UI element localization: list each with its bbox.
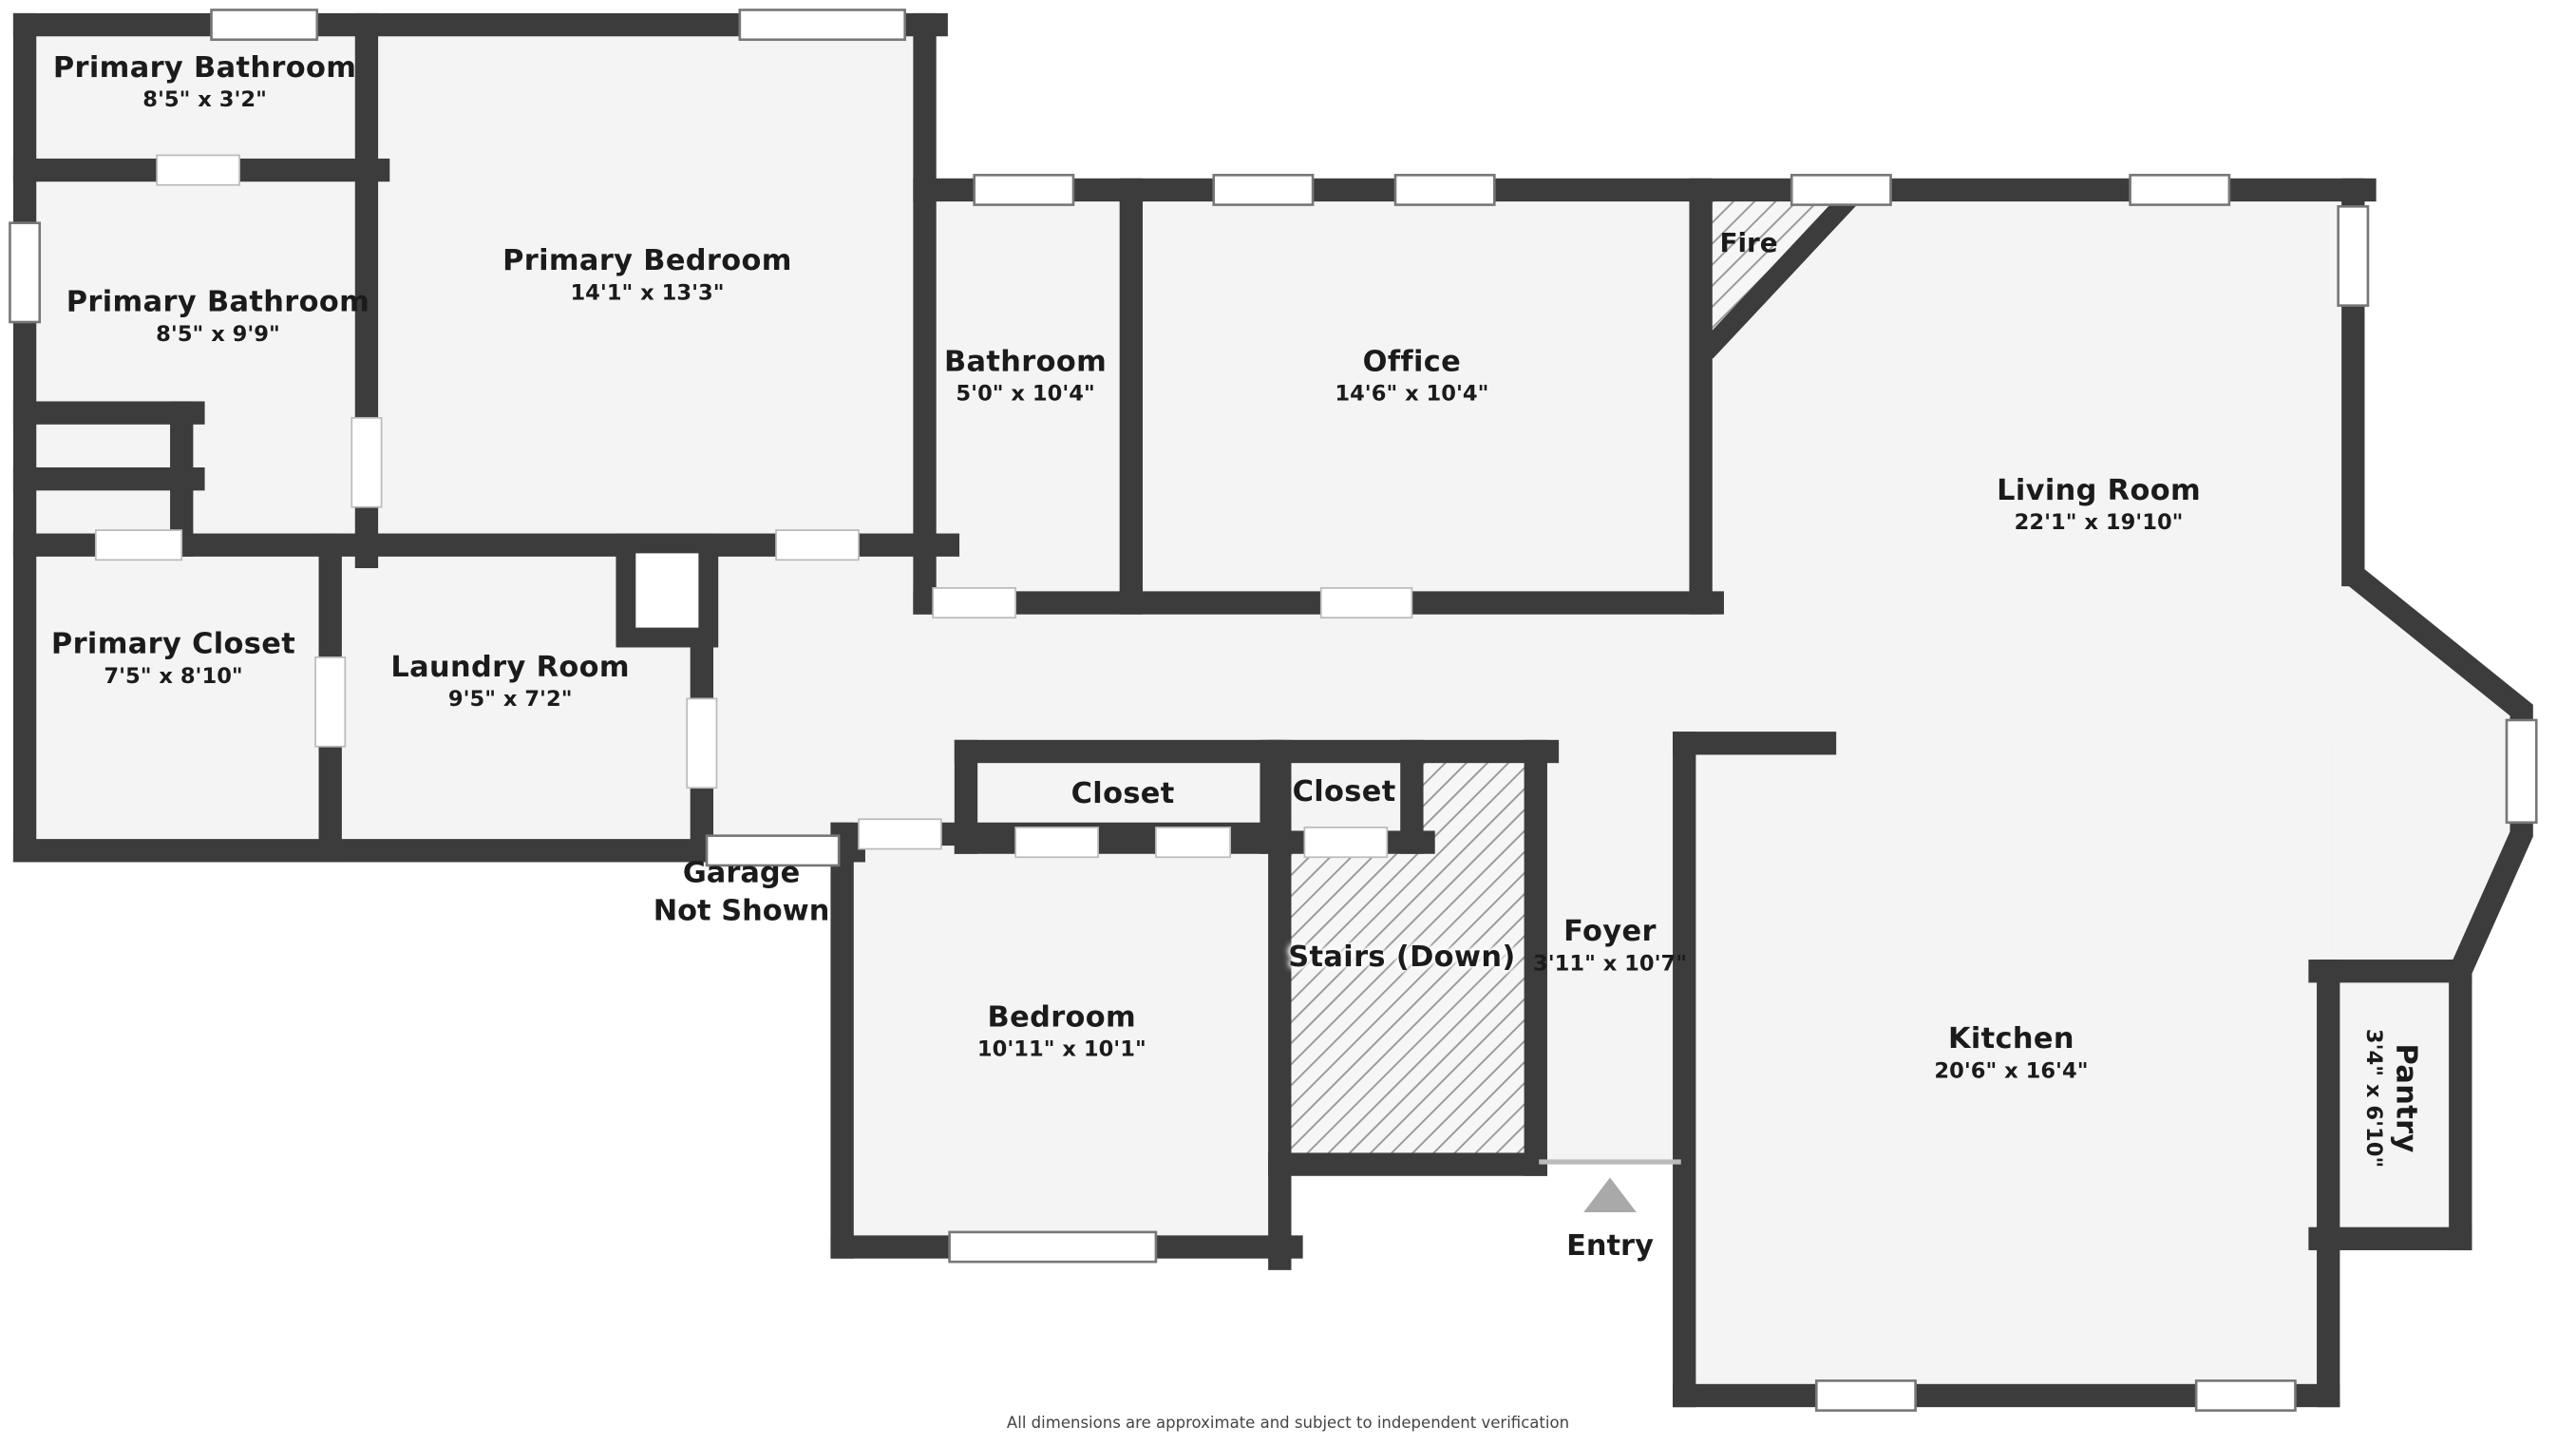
room-label-stairs: Stairs (Down) — [1288, 941, 1515, 975]
entry-label: Entry — [1566, 1230, 1654, 1264]
room-name: Laundry Room — [390, 651, 630, 685]
room-dims: 7'5" x 8'10" — [104, 664, 243, 690]
room-dims: 14'6" x 10'4" — [1335, 382, 1489, 408]
room-name: Closet — [1292, 776, 1396, 809]
room-label-office: Office 14'6" x 10'4" — [1335, 346, 1488, 407]
room-name: Kitchen — [1947, 1022, 2074, 1056]
room-label-primary-closet: Primary Closet 7'5" x 8'10" — [51, 628, 295, 689]
entry-arrow-icon — [1583, 1177, 1637, 1213]
room-name: Foyer — [1563, 915, 1657, 949]
room-label-primary-bathroom-small: Primary Bathroom 8'5" x 3'2" — [53, 52, 356, 113]
room-dims: 3'4" x 6'10" — [2360, 1028, 2386, 1169]
room-label-foyer: Foyer 3'11" x 10'7" — [1533, 916, 1687, 977]
room-dims: 8'5" x 9'9" — [156, 322, 280, 348]
room-label-primary-bedroom: Primary Bedroom 14'1" x 13'3" — [502, 245, 792, 306]
room-dims: 22'1" x 19'10" — [2014, 511, 2184, 537]
room-label-closet-left: Closet — [1071, 778, 1175, 811]
garage-note-line2: Not Shown — [653, 895, 830, 929]
room-label-living-room: Living Room 22'1" x 19'10" — [1997, 475, 2201, 536]
room-label-laundry-room: Laundry Room 9'5" x 7'2" — [390, 652, 630, 713]
room-name: Primary Closet — [50, 628, 296, 662]
door-openings — [94, 154, 1413, 859]
room-label-bedroom: Bedroom 10'11" x 10'1" — [977, 1001, 1146, 1062]
room-name: Pantry — [2388, 1043, 2422, 1153]
garage-note-line1: Garage — [682, 857, 801, 891]
room-label-kitchen: Kitchen 20'6" x 16'4" — [1934, 1023, 2088, 1084]
room-name: Bathroom — [943, 346, 1108, 379]
room-name: Stairs (Down) — [1288, 941, 1516, 975]
room-label-bathroom: Bathroom 5'0" x 10'4" — [944, 346, 1107, 407]
room-dims: 8'5" x 3'2" — [142, 88, 267, 114]
room-name: Office — [1362, 346, 1462, 379]
room-dims: 5'0" x 10'4" — [956, 382, 1095, 408]
fireplace-hatch — [1698, 188, 1861, 359]
room-dims: 20'6" x 16'4" — [1934, 1059, 2089, 1085]
room-dims: 14'1" x 13'3" — [570, 281, 725, 307]
room-label-pantry: Pantry 3'4" x 6'10" — [2360, 1029, 2421, 1168]
room-name: Primary Bathroom — [52, 51, 357, 86]
room-label-closet-right: Closet — [1293, 776, 1396, 809]
entry-marker — [1539, 1159, 1681, 1213]
windows — [9, 9, 2538, 1412]
room-name: Bedroom — [987, 1001, 1137, 1036]
room-name: Living Room — [1997, 474, 2202, 508]
disclaimer-text: All dimensions are approximate and subje… — [1006, 1414, 1570, 1434]
room-name: Primary Bathroom — [66, 286, 370, 320]
room-name: Closet — [1070, 777, 1175, 811]
fireplace-label: Fire — [1719, 227, 1778, 259]
room-dims: 3'11" x 10'7" — [1532, 952, 1688, 978]
room-dims: 10'11" x 10'1" — [976, 1037, 1146, 1063]
room-label-primary-bathroom: Primary Bathroom 8'5" x 9'9" — [66, 287, 369, 348]
room-name: Primary Bedroom — [502, 245, 792, 278]
room-dims: 9'5" x 7'2" — [447, 688, 573, 713]
